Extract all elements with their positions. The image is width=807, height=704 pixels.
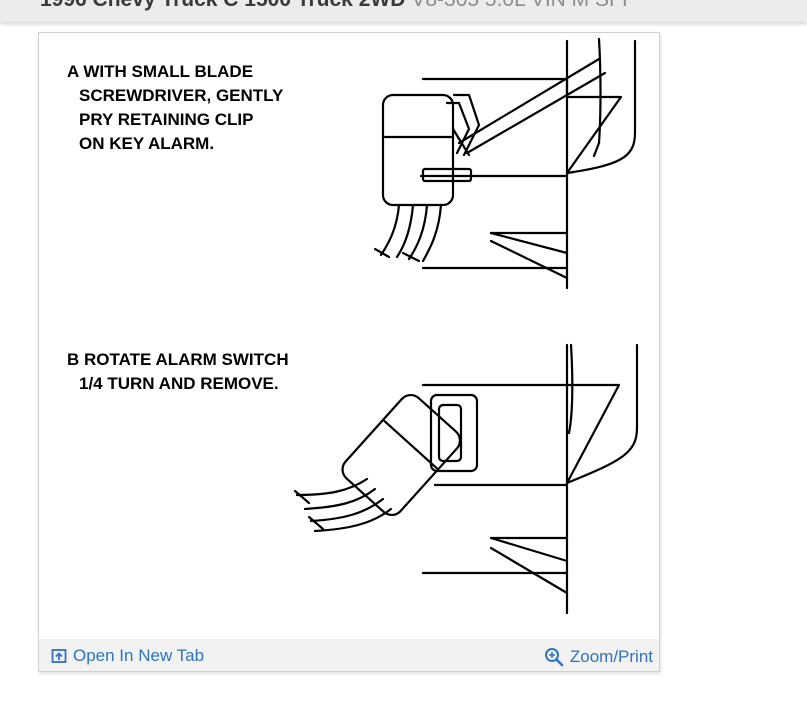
- engine-subtitle: V8-305 5.0L VIN M SFI: [411, 0, 627, 11]
- step-b-drawing: [293, 343, 639, 615]
- step-b-line-2: 1/4 TURN AND REMOVE.: [79, 374, 279, 393]
- page-title: 1996 Chevy Truck C 1500 Truck 2WD V8-305 …: [40, 0, 628, 13]
- card-footer: Open In New Tab Zoom/Print: [39, 639, 659, 671]
- open-new-tab-icon: [51, 649, 67, 663]
- page-header: 1996 Chevy Truck C 1500 Truck 2WD V8-305 …: [0, 0, 807, 22]
- diagram-card: A WITH SMALL BLADE SCREWDRIVER, GENTLY P…: [38, 32, 660, 672]
- step-a-line-3: PRY RETAINING CLIP: [79, 110, 253, 129]
- step-a-line-2: SCREWDRIVER, GENTLY: [79, 86, 284, 105]
- zoom-in-icon: [544, 648, 564, 667]
- step-a-line-1: A WITH SMALL BLADE: [67, 62, 253, 81]
- zoom-print-label: Zoom/Print: [569, 647, 653, 666]
- diagram-image: A WITH SMALL BLADE SCREWDRIVER, GENTLY P…: [39, 33, 659, 639]
- open-in-new-tab-link[interactable]: Open In New Tab: [51, 647, 204, 665]
- zoom-print-link[interactable]: Zoom/Print: [544, 647, 653, 667]
- step-a-drawing: [373, 37, 637, 290]
- key-alarm-diagram: A WITH SMALL BLADE SCREWDRIVER, GENTLY P…: [67, 37, 639, 615]
- step-b-line-1: B ROTATE ALARM SWITCH: [67, 350, 289, 369]
- open-in-new-tab-label: Open In New Tab: [73, 646, 205, 665]
- vehicle-title: 1996 Chevy Truck C 1500 Truck 2WD: [40, 0, 405, 11]
- step-a-line-4: ON KEY ALARM.: [79, 134, 214, 153]
